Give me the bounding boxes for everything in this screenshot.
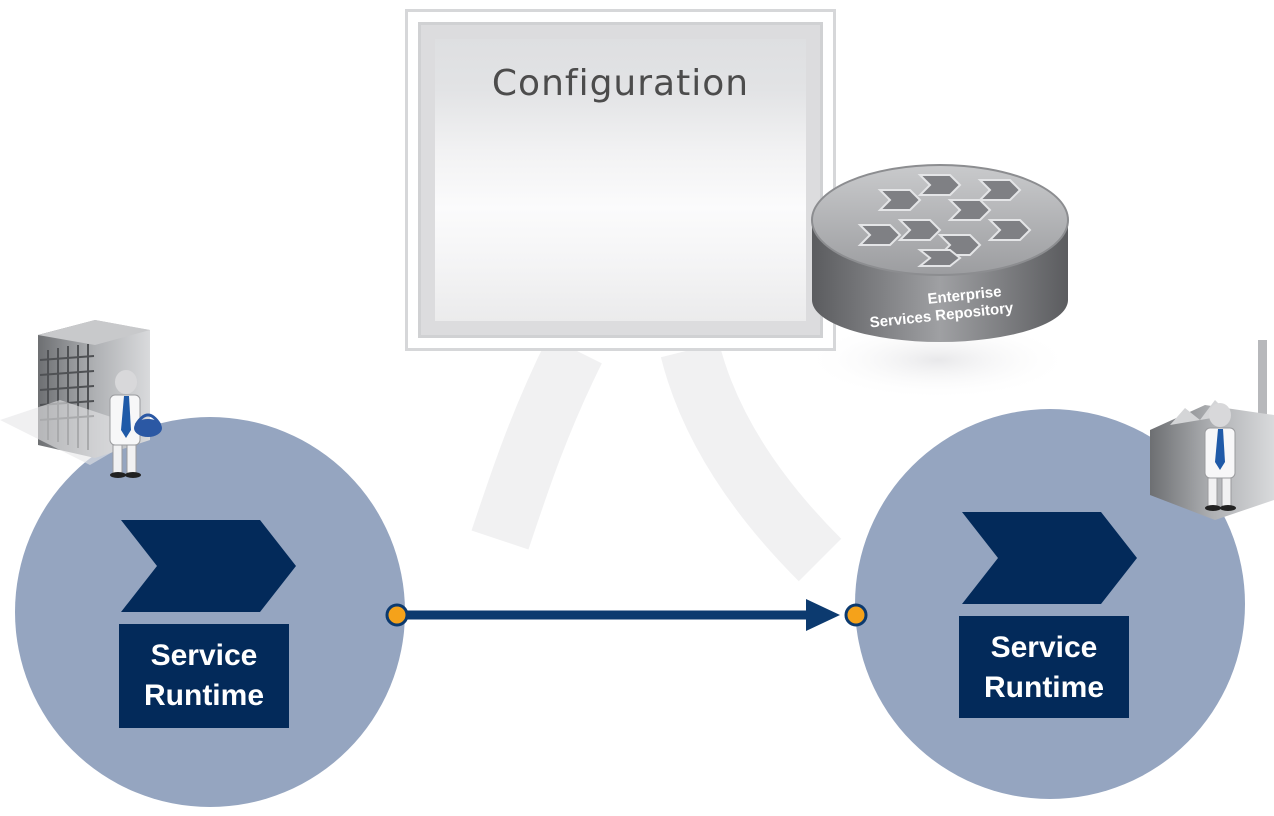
background-arc-right xyxy=(660,342,842,582)
right-label-line2: Runtime xyxy=(984,671,1104,704)
right-process-chevron-icon[interactable] xyxy=(962,512,1137,604)
database-disk-icon[interactable]: Enterprise Services Repository xyxy=(800,150,1080,350)
configuration-title: Configuration xyxy=(491,63,750,104)
background-arc-left xyxy=(471,336,602,550)
configuration-frame: Configuration xyxy=(418,22,823,338)
right-label-line1: Service xyxy=(990,631,1098,664)
repository-reflection xyxy=(803,320,1073,400)
configuration-panel[interactable]: Configuration xyxy=(405,9,836,351)
building-with-person-icon xyxy=(0,320,162,478)
repository-arrows xyxy=(857,174,1032,267)
sender-endpoint[interactable] xyxy=(385,603,409,627)
left-label-line1: Service xyxy=(150,639,258,672)
left-service-runtime-label[interactable]: Service Runtime xyxy=(119,624,289,728)
left-label-line2: Runtime xyxy=(144,679,264,712)
arrowhead-icon xyxy=(806,599,840,631)
receiver-endpoint[interactable] xyxy=(844,603,868,627)
left-process-chevron-icon[interactable] xyxy=(121,520,296,612)
configuration-body xyxy=(435,39,806,321)
factory-with-person-icon xyxy=(1150,340,1274,520)
right-service-runtime-label[interactable]: Service Runtime xyxy=(959,616,1129,718)
